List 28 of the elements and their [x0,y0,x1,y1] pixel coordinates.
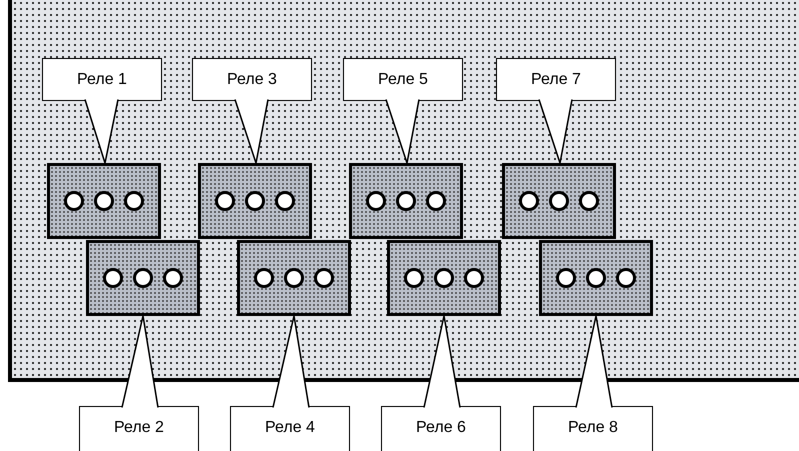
callout-pointer [384,98,420,166]
relay-label: Реле 6 [416,419,466,437]
relay-label: Реле 7 [531,70,581,88]
terminal-block [86,240,200,316]
relay-label: Реле 8 [568,419,618,437]
callout-pointer [575,315,613,408]
callout-pointer [234,98,269,166]
callout-pointer [423,315,461,408]
terminal-block [349,163,463,239]
terminal-block [47,163,161,239]
relay-label: Реле 2 [114,419,164,437]
callout-pointer [84,98,119,166]
terminal-block [502,163,616,239]
callout-box [533,406,653,451]
terminal-block [198,163,312,239]
callout-box [79,406,199,451]
relay-label: Реле 4 [265,419,315,437]
relay-label: Реле 3 [227,70,277,88]
terminal-block [539,240,653,316]
callout-pointer [272,315,310,408]
callout-pointer [538,98,573,166]
callout-box [381,406,501,451]
terminal-block [237,240,351,316]
callout-pointer [121,315,159,408]
relay-label: Реле 1 [77,70,127,88]
relay-label: Реле 5 [378,70,428,88]
callout-box [230,406,350,451]
terminal-block [387,240,501,316]
